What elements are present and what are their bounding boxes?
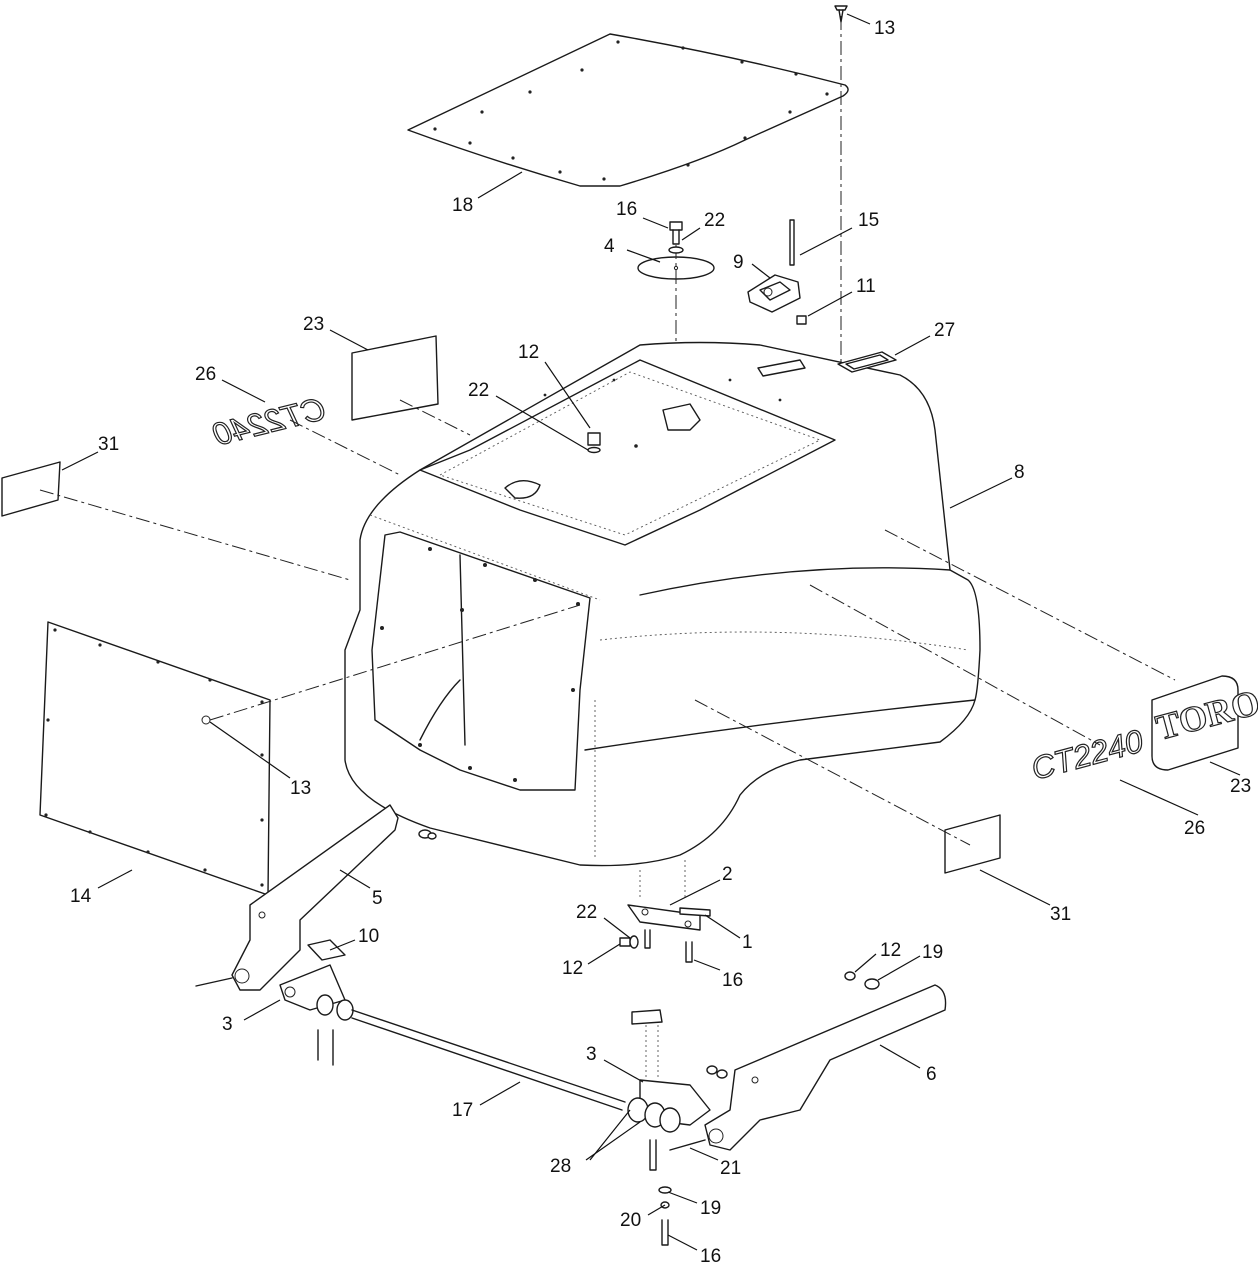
washer-12-19 — [844, 971, 880, 990]
callout-3: 3 — [222, 1014, 233, 1035]
hardware-bottom — [658, 1186, 672, 1246]
callout-21: 21 — [720, 1158, 741, 1179]
callout-20: 20 — [620, 1210, 641, 1231]
hinge-3-right — [627, 1009, 711, 1171]
decal-23-right: TORO — [1151, 675, 1258, 771]
callout-10: 10 — [358, 926, 379, 947]
callout-26: 26 — [1184, 818, 1205, 839]
callout-19: 19 — [700, 1198, 721, 1219]
callout-11: 11 — [856, 276, 876, 297]
callout-16: 16 — [700, 1246, 721, 1267]
decal-26-left: CT2240 — [209, 389, 330, 453]
hinge-3-left — [279, 964, 354, 1066]
callout-2: 2 — [722, 864, 733, 885]
screw-13-top — [834, 5, 848, 23]
callout-16: 16 — [722, 970, 743, 991]
bezel-27 — [837, 351, 897, 373]
rod-17 — [351, 1009, 626, 1111]
callout-31: 31 — [1050, 904, 1071, 925]
nut-12-top — [587, 432, 601, 454]
callout-23: 23 — [1230, 776, 1251, 797]
latch-assembly — [747, 219, 807, 325]
callout-8: 8 — [1014, 462, 1025, 483]
callout-26: 26 — [195, 364, 216, 385]
hood-body — [344, 341, 981, 867]
bracket-10 — [307, 939, 346, 961]
bolt-16-top — [668, 221, 684, 254]
callout-15: 15 — [858, 210, 879, 231]
callout-12: 12 — [518, 342, 539, 363]
callout-6: 6 — [926, 1064, 937, 1085]
callout-12: 12 — [880, 940, 901, 961]
callout-9: 9 — [733, 252, 744, 273]
callout-5: 5 — [372, 888, 383, 909]
callout-18: 18 — [452, 195, 473, 216]
hinge-arm-6 — [669, 984, 947, 1151]
callout-16: 16 — [616, 199, 637, 220]
callout-28: 28 — [550, 1156, 571, 1177]
screen-panel-14 — [39, 621, 271, 896]
callout-13: 13 — [290, 778, 311, 799]
decal-31-right — [944, 814, 1001, 874]
callout-23: 23 — [303, 314, 324, 335]
callout-14: 14 — [70, 886, 92, 907]
hardware-12-22 — [619, 929, 693, 963]
callout-12: 12 — [562, 958, 583, 979]
leader-lines — [61, 13, 1241, 1251]
callout-17: 17 — [452, 1100, 473, 1121]
callout-13: 13 — [874, 18, 895, 39]
callout-3: 3 — [586, 1044, 597, 1065]
model-decal-left-text: CT2240 — [210, 390, 329, 453]
callout-19: 19 — [922, 942, 943, 963]
callout-1: 1 — [742, 932, 753, 953]
callout-22: 22 — [576, 902, 597, 923]
callout-labels: 13 18 16 22 15 4 9 11 23 27 12 26 22 31 … — [70, 18, 1251, 1267]
callout-4: 4 — [604, 236, 615, 257]
bracket-2 — [627, 904, 711, 931]
washer-stack-6 — [706, 1065, 728, 1079]
hinge-arm-5 — [195, 804, 399, 991]
decal-31-left — [1, 461, 61, 517]
model-decal-right-text: CT2240 — [1027, 722, 1146, 786]
callout-31: 31 — [98, 434, 119, 455]
top-cover-panel — [407, 33, 849, 187]
decal-23-left — [351, 335, 439, 421]
callout-27: 27 — [934, 320, 955, 341]
callout-22: 22 — [704, 210, 725, 231]
decal-26-right: CT2240 — [1027, 722, 1148, 787]
washer-stack-5 — [418, 829, 437, 840]
callout-22: 22 — [468, 380, 489, 401]
